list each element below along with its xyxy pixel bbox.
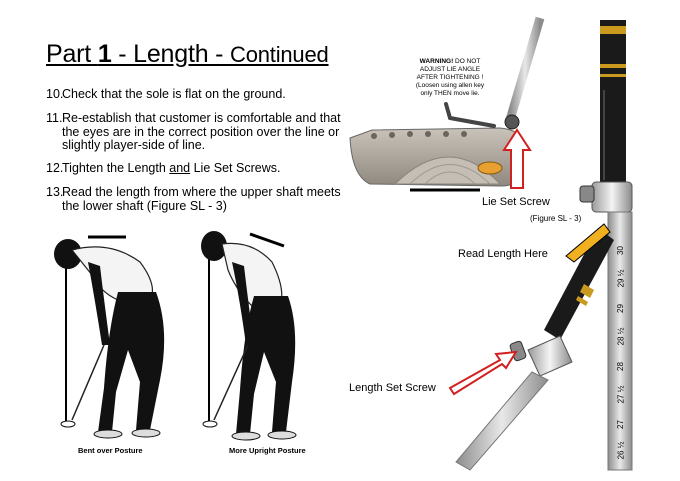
step-text: Check that the sole is flat on the groun… — [62, 87, 286, 101]
warning-text: (Loosen using allen key — [415, 82, 485, 89]
ruler-mark: 28 — [615, 362, 625, 371]
warning-text: AFTER TIGHTENING ! — [416, 74, 484, 81]
step-text-line: slightly player-side of line. — [62, 138, 206, 152]
step-13: 13.Read the length from where the upper … — [46, 185, 341, 213]
lie-screw-arrow — [502, 128, 532, 189]
step-11: 11.Re-establish that customer is comfort… — [46, 111, 341, 153]
title-part: Part — [46, 40, 92, 68]
warning-bold: WARNING! — [419, 58, 454, 65]
read-length-arrow — [565, 223, 611, 263]
ruler-mark: 29 ½ — [616, 269, 626, 288]
caption-upright: More Upright Posture — [229, 446, 306, 455]
step-text: Tighten the Length — [62, 161, 170, 175]
step-12: 12.Tighten the Length and Lie Set Screws… — [46, 161, 281, 176]
ruler-mark: 28 ½ — [616, 327, 626, 346]
step-text-line: Read the length from where the upper sha… — [62, 185, 341, 199]
step-number: 12. — [46, 161, 64, 175]
step-text-underlined: and — [169, 161, 191, 175]
ruler-mark: 30 — [615, 246, 625, 255]
step-text: Lie Set Screws. — [190, 161, 281, 175]
step-number: 11. — [46, 111, 63, 125]
shaft-assembly-image — [455, 20, 633, 471]
title-length: - Length - — [111, 40, 231, 68]
golfer-bent-over-image — [54, 235, 165, 439]
page-title: Part 1 - Length - Continued — [46, 40, 329, 69]
figure-ref-label: (Figure SL - 3) — [530, 214, 582, 223]
putter-head-image — [349, 16, 545, 192]
golfer-upright-image — [201, 231, 297, 441]
ruler-mark: 27 — [615, 420, 625, 429]
step-number: 10. — [46, 87, 64, 101]
step-text-line: the lower shaft (Figure SL - 3) — [62, 198, 227, 213]
step-10: 10.Check that the sole is flat on the gr… — [46, 87, 286, 102]
lie-set-screw-label: Lie Set Screw — [482, 196, 550, 208]
step-number: 13. — [46, 185, 64, 199]
step-text-line: the eyes are in the correct position ove… — [62, 124, 340, 139]
ruler-mark: 27 ½ — [616, 385, 626, 404]
warning-text: ADJUST LIE ANGLE — [419, 66, 481, 73]
ruler-mark: 29 — [615, 304, 625, 313]
read-length-label: Read Length Here — [458, 248, 548, 260]
warning-text: only THEN move lie. — [420, 90, 480, 97]
caption-bent-over: Bent over Posture — [78, 446, 143, 455]
ruler-labels: 30 29 ½ 29 28 ½ 28 27 ½ 27 26 ½ — [612, 240, 632, 460]
warning-note: WARNING! DO NOT ADJUST LIE ANGLE AFTER T… — [400, 58, 500, 98]
length-set-screw-label: Length Set Screw — [349, 382, 436, 394]
warning-text: DO NOT — [453, 58, 481, 65]
step-text-line: Re-establish that customer is comfortabl… — [62, 111, 341, 125]
title-continued: Continued — [230, 42, 329, 67]
title-number: 1 — [97, 40, 112, 68]
ruler-mark: 26 ½ — [616, 441, 626, 460]
length-screw-arrow — [448, 350, 518, 396]
